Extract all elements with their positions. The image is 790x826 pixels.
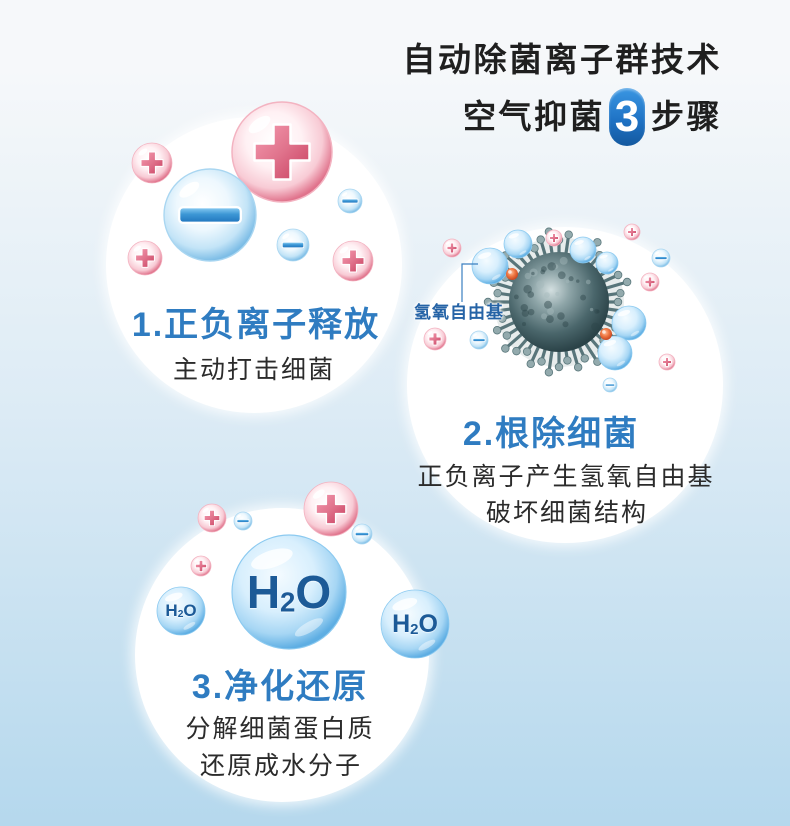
hydroxyl-radical-label: 氢氧自由基	[414, 303, 504, 322]
negative-ion-icon	[651, 248, 671, 268]
positive-ion-icon	[131, 142, 173, 184]
negative-ion-icon	[337, 188, 363, 214]
headline-steps-suffix: 步骤	[651, 98, 722, 135]
positive-ion-icon	[640, 272, 660, 292]
headline-steps-prefix: 空气抑菌	[463, 98, 605, 135]
negative-ion-icon	[163, 168, 257, 262]
positive-ion-icon	[197, 503, 227, 533]
positive-ion-icon	[303, 481, 359, 537]
positive-ion-icon	[423, 327, 447, 351]
water-molecule-icon	[380, 589, 450, 659]
positive-ion-icon	[190, 555, 212, 577]
step-3-description-line-2: 还原成水分子	[199, 752, 362, 780]
hydroxyl-radical-icon	[471, 247, 509, 285]
hydroxyl-radical-icon	[503, 229, 533, 259]
hydroxyl-radical-icon	[595, 251, 619, 275]
headline-technology: 自动除菌离子群技术	[402, 41, 722, 78]
step-1-title: 1.正负离子释放	[131, 306, 381, 344]
positive-ion-icon	[545, 229, 563, 247]
positive-ion-icon	[442, 238, 462, 258]
negative-ion-icon	[602, 377, 618, 393]
callout-leader-line	[461, 263, 478, 302]
oxygen-atom-icon	[600, 328, 612, 340]
hydroxyl-radical-icon	[569, 236, 597, 264]
step-3-description-line-1: 分解细菌蛋白质	[185, 715, 375, 743]
negative-ion-icon	[233, 511, 253, 531]
positive-ion-icon	[332, 240, 374, 282]
water-molecule-label-large: H2O	[246, 566, 332, 618]
bacterium-icon	[483, 227, 632, 377]
negative-ion-icon	[276, 228, 310, 262]
step-2-description-line-1: 正负离子产生氢氧自由基	[417, 463, 715, 491]
positive-ion-icon	[231, 101, 333, 203]
hydroxyl-radical-icon	[597, 335, 633, 371]
oxygen-atom-icon	[506, 268, 518, 280]
water-molecule-icon	[156, 586, 206, 636]
hydroxyl-radical-icon	[611, 305, 647, 341]
headline-steps: 空气抑菌 3 步骤	[463, 88, 722, 146]
positive-ion-icon	[658, 353, 676, 371]
positive-ion-icon	[127, 240, 163, 276]
water-molecule-icon	[231, 534, 347, 650]
step-1-description: 主动打击细菌	[172, 356, 335, 384]
step-count-badge: 3	[609, 88, 645, 146]
step-2-title: 2.根除细菌	[462, 415, 640, 453]
water-molecule-label-small: H2O	[165, 601, 197, 621]
water-molecule-label-medium: H2O	[392, 610, 438, 638]
step-2-description-line-2: 破坏细菌结构	[485, 499, 648, 527]
positive-ion-icon	[623, 223, 641, 241]
negative-ion-icon	[351, 523, 373, 545]
step-3-title: 3.净化还原	[191, 668, 369, 706]
negative-ion-icon	[469, 330, 489, 350]
